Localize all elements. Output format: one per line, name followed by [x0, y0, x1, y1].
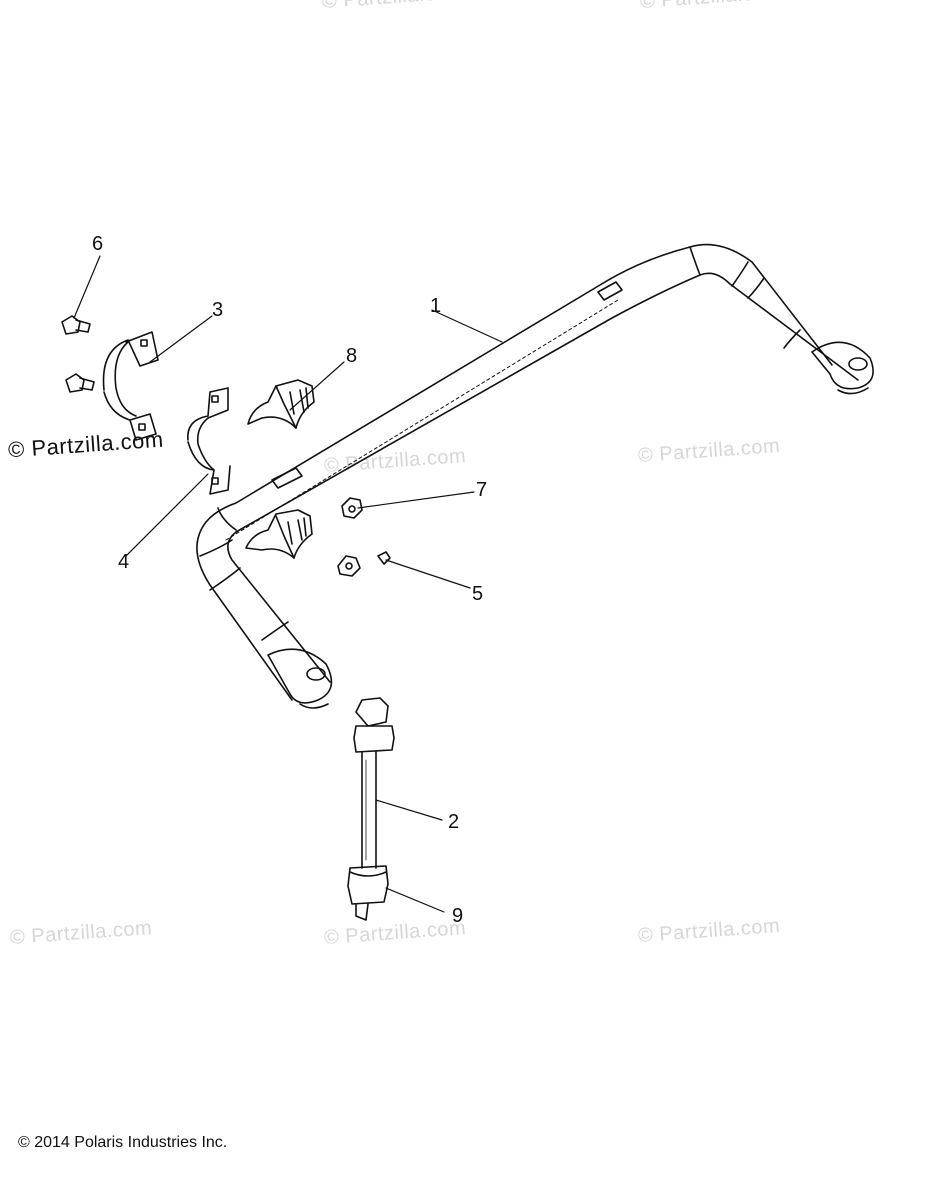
callout-7: 7 [476, 479, 488, 501]
small-fitting [377, 551, 391, 565]
bushing-bracket-upper [102, 331, 159, 441]
callout-8: 8 [346, 345, 358, 367]
copyright-notice: © 2014 Polaris Industries Inc. [18, 1134, 228, 1151]
flange-nut-lower [337, 555, 361, 577]
callout-5: 5 [472, 583, 484, 605]
flange-bolt-lower [65, 373, 95, 393]
flange-bolt-upper [61, 315, 91, 335]
callout-2: 2 [448, 811, 460, 833]
leader-lines [73, 255, 503, 913]
callout-4: 4 [118, 551, 130, 573]
callout-1: 1 [430, 295, 442, 317]
callout-9: 9 [452, 905, 464, 927]
stabilizer-bar [196, 243, 874, 709]
bar-bushing-lower [245, 509, 313, 559]
bar-bushing-upper [247, 379, 315, 429]
flange-nut-upper [341, 497, 363, 519]
callout-3: 3 [212, 299, 224, 321]
bushing-bracket-lower [187, 387, 231, 495]
sway-bar-link [347, 697, 395, 921]
callout-6: 6 [92, 233, 104, 255]
